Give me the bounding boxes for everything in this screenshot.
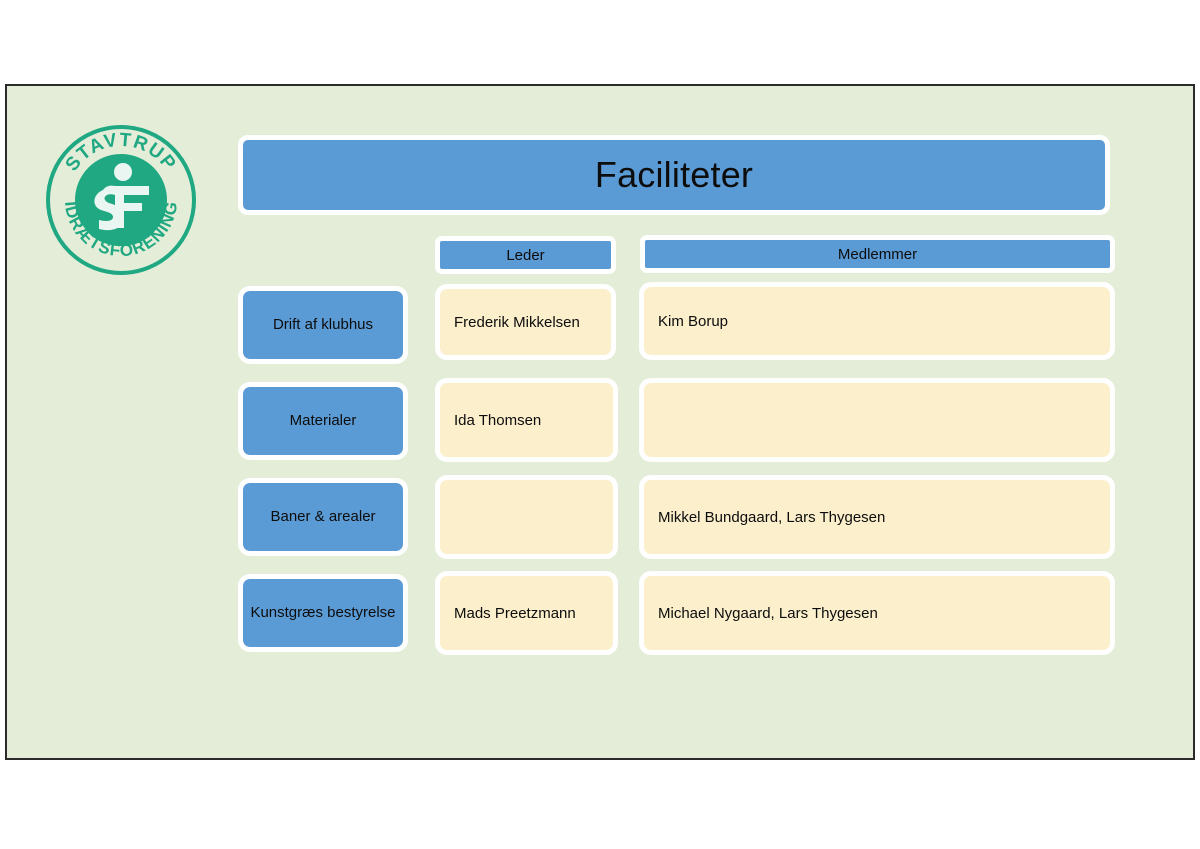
leader-cell: Mads Preetzmann (435, 571, 618, 655)
category-label: Materialer (289, 411, 357, 429)
leader-cell: Ida Thomsen (435, 378, 618, 462)
leader-name: Frederik Mikkelsen (454, 313, 580, 331)
stavtrup-idraetsforening-logo: STAVTRUP IDRÆTSFORENING (45, 124, 197, 276)
category-label: Drift af klubhus (272, 315, 374, 333)
category-cell: Kunstgræs bestyrelse (238, 574, 408, 652)
members-names: Mikkel Bundgaard, Lars Thygesen (658, 508, 886, 526)
column-header-medlemmer-label: Medlemmer (837, 245, 918, 263)
leader-cell (435, 475, 618, 559)
members-names: Kim Borup (658, 312, 729, 330)
members-cell: Michael Nygaard, Lars Thygesen (639, 571, 1115, 655)
category-cell: Drift af klubhus (238, 286, 408, 364)
category-cell: Materialer (238, 382, 408, 460)
slide-title-banner: Faciliteter (238, 135, 1110, 215)
members-cell (639, 378, 1115, 462)
leader-name: Ida Thomsen (454, 411, 542, 429)
leader-name: Mads Preetzmann (454, 604, 576, 622)
leader-cell: Frederik Mikkelsen (435, 284, 616, 360)
category-cell: Baner & arealer (238, 478, 408, 556)
page-title: Faciliteter (594, 154, 754, 195)
slide-canvas: STAVTRUP IDRÆTSFORENING Faciliteter Lede… (5, 84, 1195, 760)
members-cell: Mikkel Bundgaard, Lars Thygesen (639, 475, 1115, 559)
members-cell: Kim Borup (639, 282, 1115, 360)
category-label: Baner & arealer (270, 507, 376, 525)
category-label: Kunstgræs bestyrelse (250, 603, 396, 621)
column-header-medlemmer: Medlemmer (640, 235, 1115, 273)
column-header-leder-label: Leder (506, 246, 545, 264)
column-header-leder: Leder (435, 236, 616, 274)
members-names: Michael Nygaard, Lars Thygesen (658, 604, 878, 622)
